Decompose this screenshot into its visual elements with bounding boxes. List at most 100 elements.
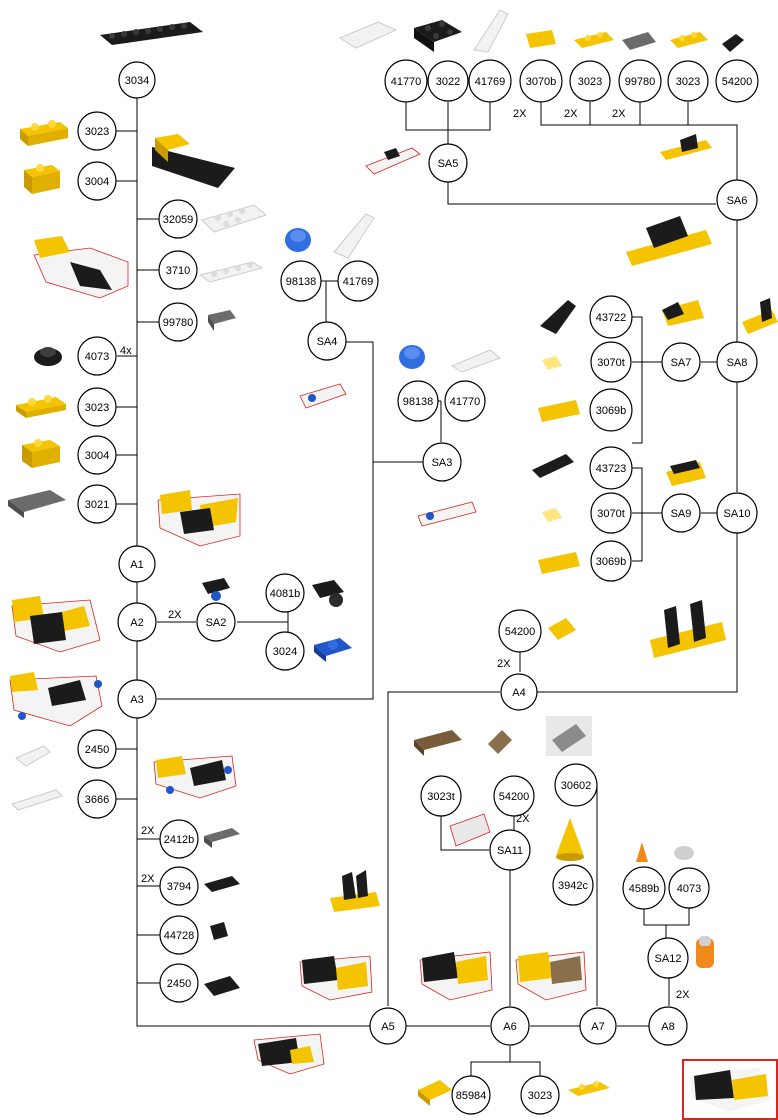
- part-node-54200-b: 54200: [499, 610, 541, 652]
- clip-plate-black-image: [202, 578, 230, 601]
- part-node-4589b-label: 4589b: [629, 883, 660, 895]
- step-build-sa9-image: [666, 460, 706, 486]
- step-build-3004-image: [152, 134, 235, 188]
- part-node-2450-b: 2450: [160, 964, 198, 1002]
- cone-yellow-image: [556, 818, 584, 861]
- part-node-54200-b-label: 54200: [505, 626, 536, 638]
- brick-1x2-yellow-image-2: [22, 439, 60, 468]
- wedge-plate-black-image: [204, 976, 240, 996]
- part-node-99780-b-label: 99780: [625, 76, 656, 88]
- assembly-node-a7-label: A7: [591, 1021, 604, 1033]
- multiplier-54200: 2X: [497, 658, 511, 670]
- step-build-2450-image: [154, 756, 236, 798]
- step-build-a6-image: [420, 952, 492, 1000]
- subassembly-node-sa4-label: SA4: [317, 336, 338, 348]
- cone-orange-image: [636, 842, 648, 862]
- part-node-3022: 3022: [428, 61, 468, 101]
- wedge-black-sa9-image: [532, 454, 574, 478]
- subassembly-node-sa6-label: SA6: [727, 195, 748, 207]
- part-node-32059: 32059: [159, 200, 197, 238]
- multiplier-sa2: 2X: [168, 609, 182, 621]
- subassembly-node-sa7: SA7: [662, 343, 700, 381]
- step-build-sa7-image: [662, 300, 704, 326]
- step-build-sa10-image: [650, 600, 726, 658]
- part-node-3022-label: 3022: [436, 76, 460, 88]
- part-node-43722-label: 43722: [596, 312, 627, 324]
- part-node-4073-b-label: 4073: [677, 883, 701, 895]
- part-node-44728: 44728: [160, 916, 198, 954]
- assembly-node-a4: A4: [501, 674, 537, 710]
- part-node-3023-b-label: 3023: [85, 402, 109, 414]
- part-node-4073-b: 4073: [669, 868, 709, 908]
- subassembly-node-sa7-label: SA7: [671, 357, 692, 369]
- plate-1x6-white-image: [12, 790, 62, 810]
- round-plate-silver-image: [674, 846, 694, 860]
- step-build-a5-image: [300, 956, 372, 1000]
- bracket-gray-top-image: [622, 32, 656, 50]
- step-build-sa3-image: [418, 502, 476, 526]
- slope-trans-brown-image: [488, 730, 512, 754]
- part-node-3034-label: 3034: [125, 75, 149, 87]
- part-node-43722: 43722: [590, 296, 632, 338]
- part-node-54200-c-label: 54200: [499, 791, 530, 803]
- step-build-a7-image: [516, 952, 586, 1000]
- part-node-44728-label: 44728: [164, 930, 195, 942]
- multiplier-3794: 2X: [141, 873, 155, 885]
- part-node-98138-a-label: 98138: [286, 276, 317, 288]
- part-node-41770-b: 41770: [445, 381, 485, 421]
- part-node-3942c: 3942c: [553, 865, 593, 905]
- subassembly-node-sa9: SA9: [662, 494, 700, 532]
- assembly-node-a5-label: A5: [381, 1021, 394, 1033]
- step-build-sa12-image: [696, 936, 714, 968]
- part-node-3023-c: 3023: [521, 1076, 559, 1114]
- wedge-plate-white-top-2-image: [474, 10, 508, 52]
- subassembly-node-sa11: SA11: [490, 830, 530, 870]
- windscreen-trans-brown-image: [546, 716, 592, 756]
- subassembly-node-sa2: SA2: [197, 603, 235, 641]
- plate-1x2-yellow-bottom-image: [568, 1081, 610, 1096]
- part-node-99780-b: 99780: [619, 60, 661, 102]
- brick-1x2-yellow-image: [20, 120, 68, 146]
- multiplier-sa12: 2X: [676, 989, 690, 1001]
- subassembly-node-sa3: SA3: [423, 443, 461, 481]
- multiplier-4073: 4x: [120, 345, 132, 357]
- part-node-54200-c: 54200: [494, 776, 534, 816]
- part-node-43723: 43723: [590, 447, 632, 489]
- subassembly-node-sa10: SA10: [717, 493, 757, 533]
- assembly-node-a8: A8: [649, 1007, 687, 1045]
- part-node-30602-label: 30602: [561, 780, 592, 792]
- part-node-4081b-label: 4081b: [270, 588, 301, 600]
- part-node-4081b: 4081b: [266, 574, 304, 612]
- step-build-sa4-image: [300, 384, 346, 408]
- assembly-node-a2: A2: [118, 603, 156, 641]
- wedge-plate-white-small-image: [16, 746, 50, 766]
- part-node-3069b-a-label: 3069b: [596, 405, 627, 417]
- plate-2x8-black-image: [100, 22, 203, 45]
- step-build-left-bottom-image: [254, 1034, 324, 1074]
- tile-1x1-yellow-sa9-image: [542, 508, 562, 522]
- part-node-3021: 3021: [78, 485, 116, 523]
- subassembly-node-sa5: SA5: [429, 144, 467, 182]
- part-node-32059-label: 32059: [163, 214, 194, 226]
- assembly-node-a6: A6: [491, 1007, 529, 1045]
- plate-1x2-yellow-top-image: [574, 32, 614, 48]
- part-node-3710: 3710: [159, 251, 197, 289]
- assembly-node-a7: A7: [580, 1008, 616, 1044]
- subassembly-node-sa3-label: SA3: [432, 457, 453, 469]
- assembly-node-a3-label: A3: [130, 694, 143, 706]
- final-model-image: [683, 1060, 777, 1119]
- plate-2x2-black-image: [414, 20, 462, 52]
- round-plate-black-image: [34, 347, 62, 366]
- part-node-3004-b: 3004: [78, 436, 116, 474]
- part-node-3069b-b-label: 3069b: [596, 556, 627, 568]
- subassembly-node-sa8: SA8: [717, 342, 757, 382]
- round-tile-trans-blue-sa3-image: [399, 345, 425, 369]
- part-node-98138-a: 98138: [281, 261, 321, 301]
- slope-yellow-54200-image: [548, 618, 576, 640]
- part-node-2450-a-label: 2450: [85, 744, 109, 756]
- subassembly-node-sa6: SA6: [717, 180, 757, 220]
- part-node-3794: 3794: [160, 867, 198, 905]
- brick-1x1-yellow-image: [24, 164, 60, 194]
- subassembly-node-sa8-label: SA8: [727, 357, 748, 369]
- part-node-3004-a: 3004: [78, 162, 116, 200]
